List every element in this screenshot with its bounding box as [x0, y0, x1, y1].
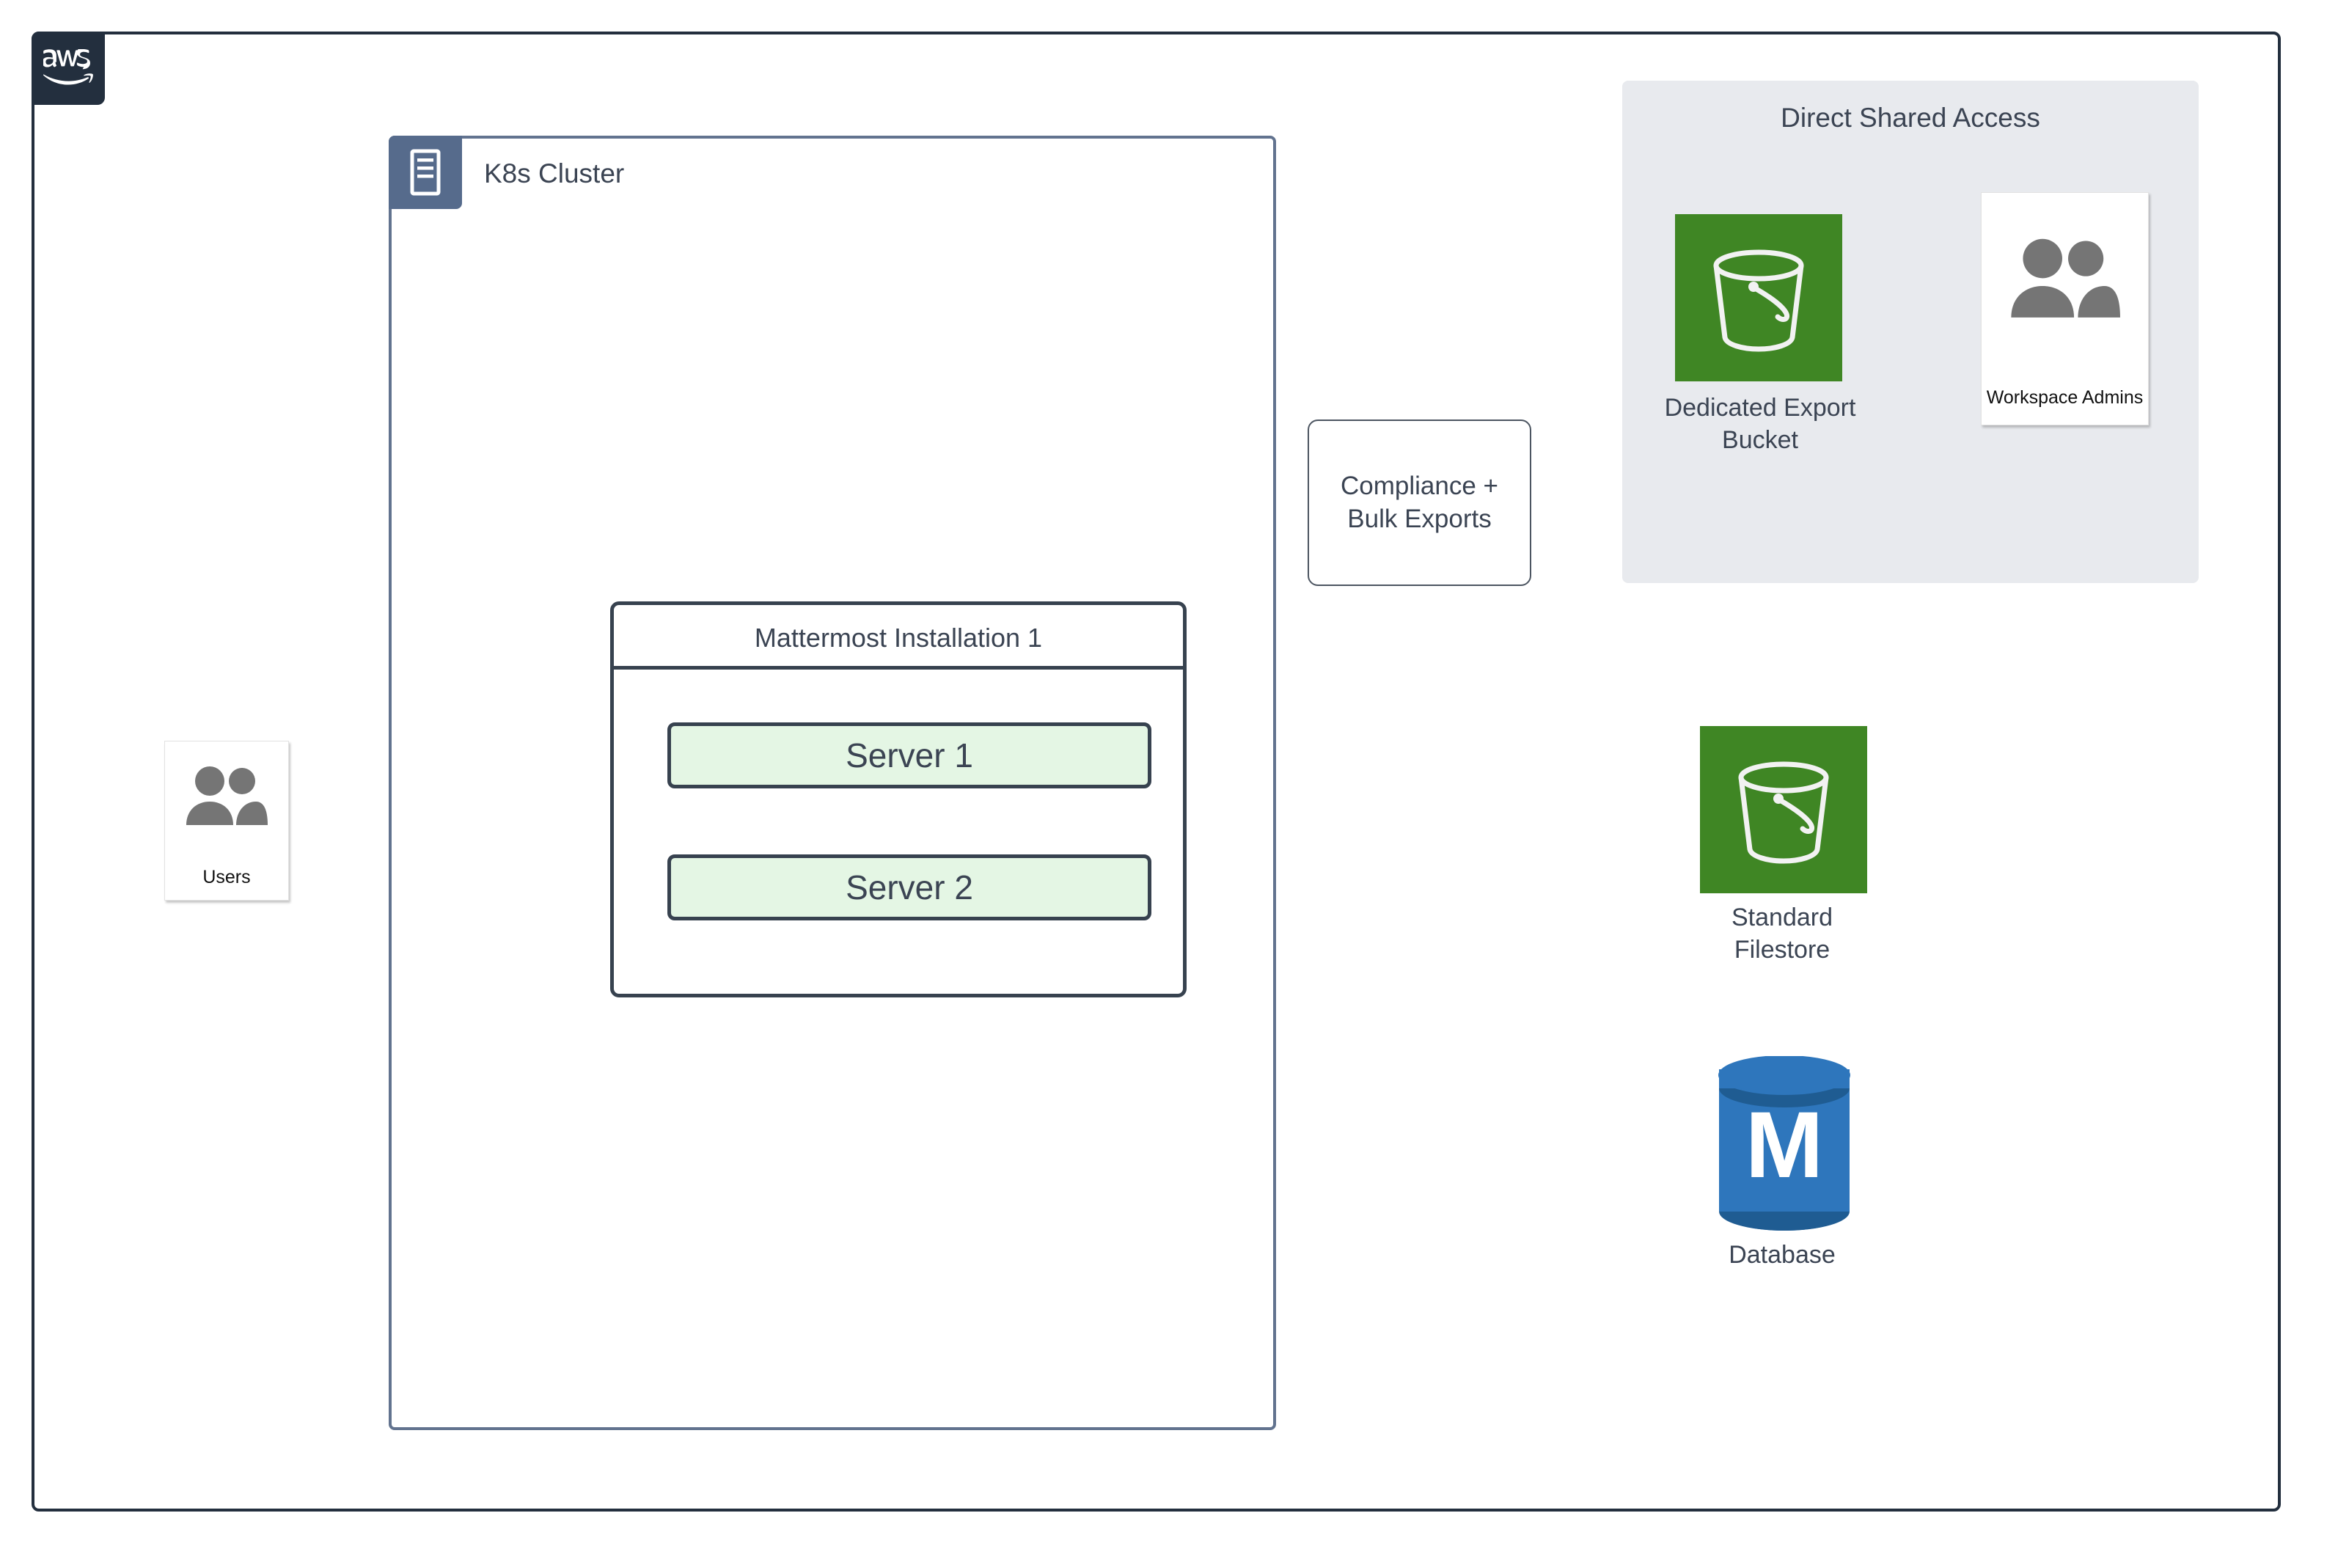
k8s-cluster-title: K8s Cluster [484, 158, 625, 188]
export-bucket-label-line-2: Bucket [1722, 425, 1798, 454]
standard-filestore-label: Standard Filestore [1635, 902, 1929, 966]
installation-title: Mattermost Installation 1 [754, 623, 1043, 653]
workspace-admins-label: Workspace Admins [1986, 387, 2144, 408]
compliance-line-2: Bulk Exports [1347, 504, 1492, 533]
standard-filestore-icon[interactable] [1700, 726, 1867, 893]
server-node-1[interactable]: Server 1 [667, 722, 1151, 788]
dedicated-export-bucket-label: Dedicated Export Bucket [1606, 392, 1914, 456]
dedicated-export-bucket-icon[interactable] [1675, 214, 1842, 381]
mattermost-installation-box [610, 601, 1187, 997]
export-bucket-label-line-1: Dedicated Export [1664, 394, 1856, 422]
people-icon [186, 766, 268, 825]
filestore-label-line-1: Standard [1731, 904, 1833, 931]
users-label: Users [202, 867, 251, 887]
server-rack-icon [389, 136, 462, 209]
installation-title-divider [610, 666, 1187, 670]
users-node[interactable]: Users [164, 741, 289, 901]
aws-logo [32, 32, 105, 105]
database-label: Database [1729, 1241, 1836, 1269]
workspace-admins-node[interactable]: Workspace Admins [1981, 192, 2149, 425]
server-node-2[interactable]: Server 2 [667, 854, 1151, 920]
filestore-label-line-2: Filestore [1734, 935, 1831, 964]
compliance-bulk-exports-node[interactable]: Compliance + Bulk Exports [1308, 420, 1531, 586]
database-icon[interactable]: M [1715, 1055, 1854, 1232]
compliance-line-1: Compliance + [1341, 471, 1498, 500]
direct-shared-access-title: Direct Shared Access [1781, 103, 2040, 133]
people-icon [2010, 238, 2120, 318]
database-badge-letter: M [1745, 1093, 1824, 1198]
